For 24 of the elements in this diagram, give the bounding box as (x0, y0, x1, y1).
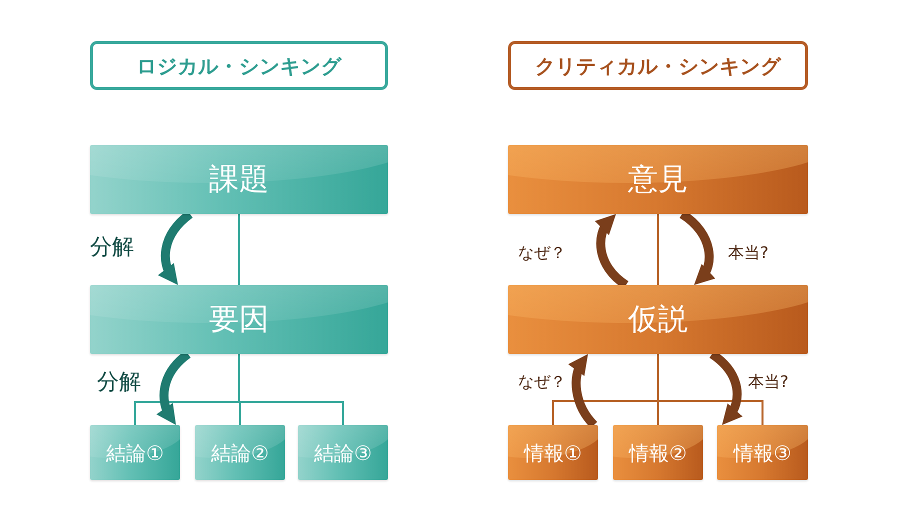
connector-line (657, 214, 659, 285)
heading-text: クリティカル・シンキング (535, 54, 781, 78)
heading-panel (90, 41, 388, 90)
connector-line (238, 214, 240, 285)
edge-label: なぜ？ (518, 372, 566, 392)
heading-text: ロジカル・シンキング (136, 54, 342, 78)
edge-label: 分解 (97, 370, 141, 396)
node-text: 要因 (209, 302, 269, 338)
node-text: 結論③ (314, 440, 372, 464)
node-text: 情報② (629, 440, 687, 464)
node-text: 課題 (209, 162, 269, 198)
node-text: 結論② (211, 440, 269, 464)
edge-label: 分解 (90, 235, 134, 262)
node-text: 結論① (106, 440, 164, 464)
edge-label: 本当? (748, 372, 788, 392)
heading-panel (508, 41, 808, 90)
node-text: 仮説 (628, 302, 688, 338)
curved-arrow (568, 354, 598, 428)
node-text: 情報③ (734, 440, 792, 464)
edge-label: なぜ？ (518, 243, 566, 262)
node-text: 情報① (524, 440, 582, 464)
node-text: 意見 (628, 162, 688, 198)
edge-label: 本当? (728, 243, 768, 262)
connector-line (657, 354, 764, 425)
